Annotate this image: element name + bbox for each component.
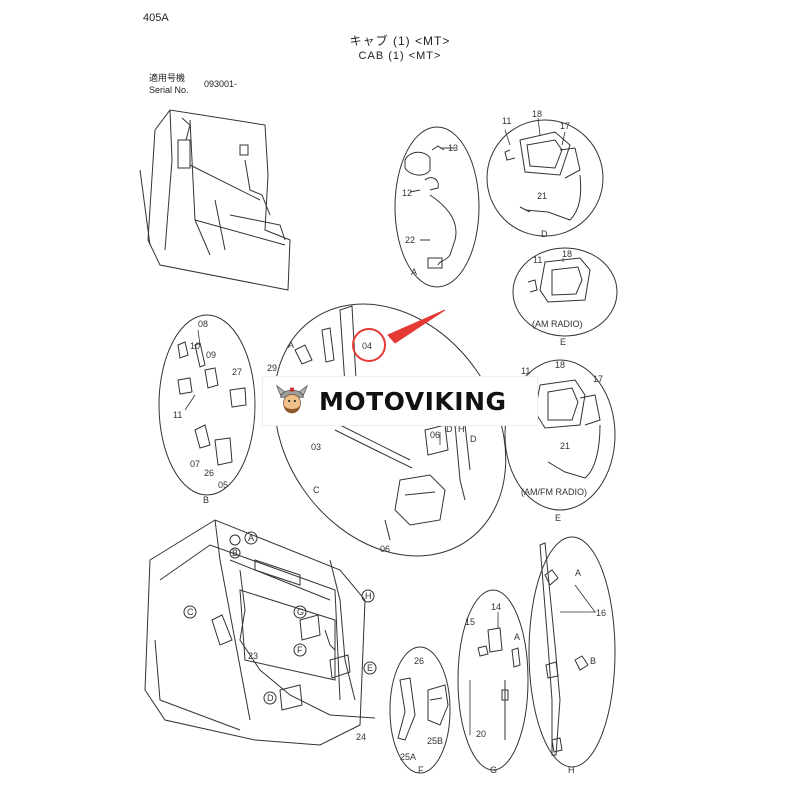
leader-lines bbox=[184, 117, 596, 735]
ref-label: A bbox=[514, 632, 520, 642]
part-label: A bbox=[288, 340, 294, 350]
part-label: 26 bbox=[204, 468, 214, 478]
group-caption: C bbox=[313, 485, 320, 495]
part-label: 18 bbox=[562, 249, 572, 259]
group-caption: F bbox=[418, 765, 424, 775]
ref-label: B bbox=[590, 656, 596, 666]
part-labels: 13 12 22 A 11 18 17 21 D 11 18 (AM RADIO… bbox=[173, 109, 606, 775]
part-label: 25A bbox=[400, 752, 416, 762]
marker-label: G bbox=[297, 607, 304, 617]
highlight-arrow bbox=[387, 309, 446, 344]
part-label: 15 bbox=[465, 617, 475, 627]
group-b bbox=[158, 314, 256, 496]
radio-note: (AM RADIO) bbox=[532, 319, 583, 329]
group-caption: H bbox=[568, 765, 575, 775]
part-label: 26 bbox=[414, 656, 424, 666]
watermark-brand: MOTOVIKING bbox=[319, 386, 507, 416]
group-g bbox=[457, 589, 529, 771]
group-caption: G bbox=[490, 765, 497, 775]
viking-head-icon bbox=[275, 384, 309, 414]
marker-label: H bbox=[365, 591, 372, 601]
part-label: 13 bbox=[448, 143, 458, 153]
group-caption: E bbox=[560, 337, 566, 347]
marker-label: C bbox=[187, 607, 194, 617]
part-label: 16 bbox=[596, 608, 606, 618]
part-label: 09 bbox=[206, 350, 216, 360]
part-label: 29 bbox=[267, 363, 277, 373]
marker-label: B bbox=[232, 548, 238, 558]
ref-label: A bbox=[575, 568, 581, 578]
group-c bbox=[273, 303, 507, 557]
part-label: 05 bbox=[218, 480, 228, 490]
marker-label: F bbox=[297, 645, 303, 655]
part-label: 21 bbox=[537, 191, 547, 201]
group-caption: E bbox=[555, 513, 561, 523]
page-title: CAB (1) <MT> bbox=[358, 50, 442, 62]
part-label: 12 bbox=[402, 188, 412, 198]
highlight-callout bbox=[352, 309, 446, 362]
ref-label: D bbox=[446, 424, 453, 434]
radio-note: (AM/FM RADIO) bbox=[521, 487, 587, 497]
marker-label: E bbox=[367, 663, 373, 673]
part-label: 27 bbox=[232, 367, 242, 377]
group-d bbox=[486, 119, 604, 237]
group-f bbox=[389, 646, 451, 774]
part-label: 14 bbox=[491, 602, 501, 612]
part-label: 18 bbox=[555, 360, 565, 370]
part-label: 18 bbox=[532, 109, 542, 119]
group-caption: D bbox=[541, 229, 548, 239]
serial-number: 093001- bbox=[204, 79, 238, 89]
part-label: 22 bbox=[405, 235, 415, 245]
ref-label: D bbox=[470, 434, 477, 444]
marker-label: A bbox=[248, 533, 254, 543]
page-number: 405A bbox=[143, 12, 169, 24]
marker-label: D bbox=[267, 693, 274, 703]
part-label: 06 bbox=[380, 544, 390, 554]
ref-label: H bbox=[458, 424, 465, 434]
cab-top-view bbox=[139, 109, 291, 291]
part-label: 25B bbox=[427, 736, 443, 746]
page-title-japanese: キャブ (1) <MT> bbox=[349, 34, 451, 48]
cab-main-view bbox=[144, 519, 377, 746]
part-label: 10 bbox=[190, 341, 200, 351]
group-e-am bbox=[512, 247, 618, 337]
part-label: 11 bbox=[502, 116, 511, 126]
serial-label: Serial No. bbox=[149, 85, 189, 95]
serial-label-japanese: 適用号機 bbox=[149, 73, 186, 83]
group-a bbox=[394, 126, 480, 288]
part-label: 20 bbox=[476, 729, 486, 739]
highlight-circle bbox=[352, 328, 386, 362]
part-label: 11 bbox=[533, 255, 542, 265]
part-label: 06 bbox=[430, 430, 440, 440]
part-label: 24 bbox=[356, 732, 366, 742]
part-label: 07 bbox=[190, 459, 200, 469]
part-label: 11 bbox=[173, 410, 182, 420]
part-label: 08 bbox=[198, 319, 208, 329]
part-label: 21 bbox=[560, 441, 570, 451]
serial-block: 適用号機 Serial No. 093001- bbox=[149, 72, 237, 96]
part-label: 17 bbox=[560, 121, 570, 131]
group-caption: A bbox=[411, 267, 417, 277]
part-label: 23 bbox=[248, 651, 258, 661]
group-e-amfm bbox=[504, 359, 616, 511]
part-label-highlighted: 04 bbox=[362, 341, 372, 351]
part-label: 03 bbox=[311, 442, 321, 452]
group-caption: B bbox=[203, 495, 209, 505]
part-label: 11 bbox=[521, 366, 530, 376]
watermark-banner: MOTOVIKING bbox=[262, 376, 538, 426]
part-label: 17 bbox=[593, 374, 603, 384]
group-h bbox=[528, 536, 616, 768]
